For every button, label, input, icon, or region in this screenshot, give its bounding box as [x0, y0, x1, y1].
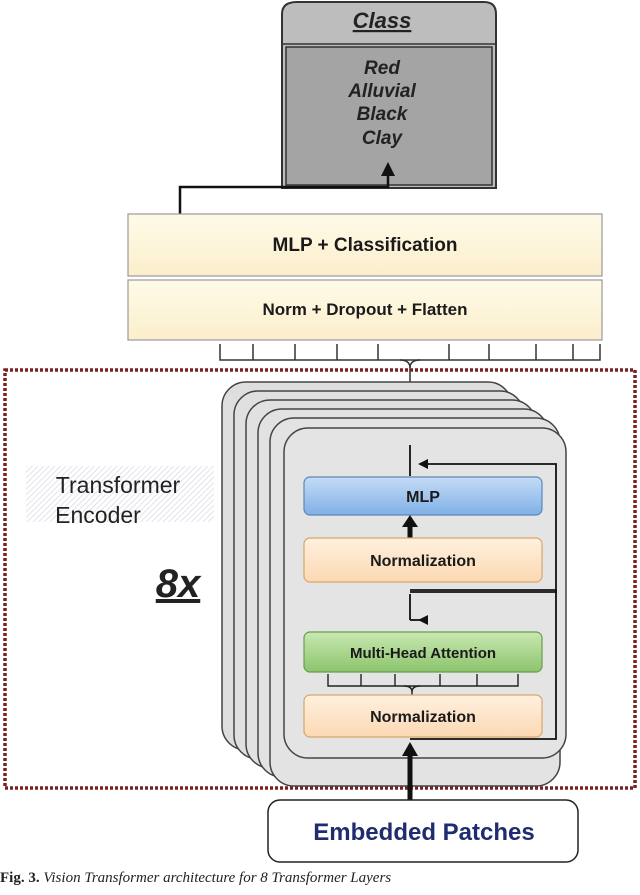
attention-token-row [327, 674, 519, 698]
figure-caption-text: Vision Transformer architecture for 8 Tr… [43, 870, 392, 886]
class-label-1: Alluvial [347, 81, 416, 102]
residual-arrowheads [418, 459, 428, 625]
normalization-top-label: Normalization [370, 553, 476, 570]
normalization-bottom-block: Normalization [303, 694, 543, 738]
mlp-label: MLP [406, 489, 440, 506]
mlp-classification-block: MLP + Classification [127, 213, 603, 277]
arrow-to-class [178, 162, 395, 214]
class-label-3: Clay [362, 128, 404, 149]
figure-number: Fig. 3. [0, 870, 40, 886]
class-label-0: Red [364, 58, 400, 79]
embedded-patches-box: Embedded Patches [267, 799, 579, 863]
class-box: Class Red Alluvial Black Clay [281, 1, 497, 189]
normalization-bottom-label: Normalization [370, 709, 476, 726]
norm-dropout-flatten-block: Norm + Dropout + Flatten [127, 279, 603, 341]
embedded-patches-label: Embedded Patches [313, 819, 534, 846]
normalization-top-block: Normalization [303, 537, 543, 583]
arrow-into-mlp [402, 515, 418, 538]
encoder-dashed-region [3, 368, 637, 790]
class-label-2: Black [357, 104, 409, 125]
transformer-label-line1: Transformer [56, 472, 181, 498]
multi-head-attention-block: Multi-Head Attention [303, 631, 543, 673]
norm-dropout-flatten-label: Norm + Dropout + Flatten [263, 300, 468, 319]
transformer-label-line2: Encoder [55, 502, 141, 528]
encoder-flow-lines [409, 445, 557, 740]
head-token-row [219, 344, 601, 382]
layer-repeat-count: 8x [156, 562, 202, 606]
mlp-block: MLP [303, 476, 543, 516]
mlp-classification-label: MLP + Classification [273, 235, 458, 256]
transformer-encoder-label: Transformer Encoder [26, 466, 214, 528]
arrow-from-embedded-patches [402, 742, 418, 800]
multi-head-attention-label: Multi-Head Attention [350, 645, 496, 662]
figure-caption: Fig. 3. Vision Transformer architecture … [0, 870, 640, 895]
class-box-title: Class [353, 8, 412, 33]
